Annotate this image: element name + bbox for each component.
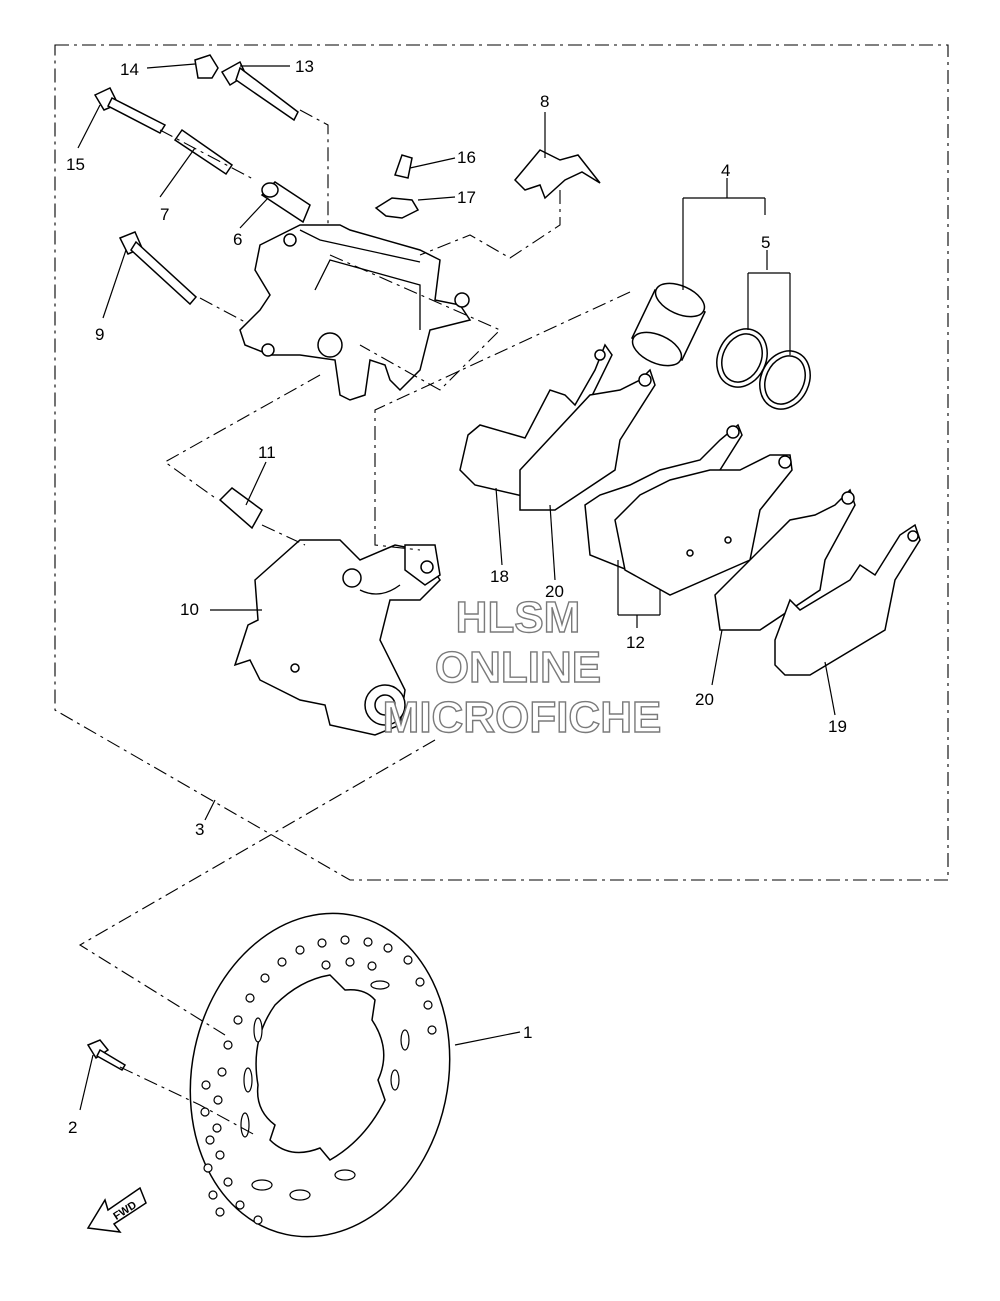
callout-13: 13 xyxy=(295,57,314,76)
leader-lines xyxy=(77,63,836,1111)
callout-labels: 1 2 3 4 5 6 7 8 9 10 11 12 13 14 15 16 1… xyxy=(66,57,847,1137)
callout-7: 7 xyxy=(160,205,169,224)
brake-disc xyxy=(189,912,451,1238)
callout-5: 5 xyxy=(761,233,770,252)
washer-17 xyxy=(374,197,420,219)
caliper-body xyxy=(239,224,472,401)
watermark-line-2: ONLINE xyxy=(435,643,601,692)
pin-bush-6 xyxy=(260,181,311,224)
callout-6: 6 xyxy=(233,230,242,249)
callout-17: 17 xyxy=(457,188,476,207)
forward-direction-arrow: FWD xyxy=(86,1186,147,1233)
callout-18: 18 xyxy=(490,567,509,586)
callout-19: 19 xyxy=(828,717,847,736)
caliper-piston xyxy=(630,282,707,367)
callout-2: 2 xyxy=(68,1118,77,1137)
callout-14: 14 xyxy=(120,60,139,79)
callout-8: 8 xyxy=(540,92,549,111)
callout-3: 3 xyxy=(195,820,204,839)
callout-1: 1 xyxy=(523,1023,532,1042)
callout-12: 12 xyxy=(626,633,645,652)
boot-11 xyxy=(218,487,263,530)
disc-slots xyxy=(240,980,410,1201)
brake-pad-shim-19 xyxy=(774,523,921,676)
watermark-line-3: MICROFICHE xyxy=(383,693,662,742)
bleed-screw xyxy=(220,60,299,122)
brake-pad-set-12 xyxy=(584,423,793,596)
piston-seals xyxy=(716,328,811,410)
callout-16: 16 xyxy=(457,148,476,167)
caliper-bracket xyxy=(233,539,441,736)
brake-pad-20-lower xyxy=(714,488,856,631)
callout-20-upper: 20 xyxy=(545,582,564,601)
callout-9: 9 xyxy=(95,325,104,344)
callout-10: 10 xyxy=(180,600,199,619)
watermark: HLSM ONLINE MICROFICHE xyxy=(382,592,662,742)
pad-support-spring xyxy=(513,149,601,200)
brake-pad-20-upper xyxy=(519,368,656,511)
caliper-bolt-15 xyxy=(93,87,167,134)
disc-bolt xyxy=(86,1039,127,1072)
union-bolt-16 xyxy=(394,154,413,179)
watermark-line-1: HLSM xyxy=(456,593,581,642)
disc-vent-holes xyxy=(200,935,437,1225)
bleed-screw-cap xyxy=(194,54,219,79)
callout-15: 15 xyxy=(66,155,85,174)
pad-pin-7 xyxy=(173,128,234,176)
callout-20-lower: 20 xyxy=(695,690,714,709)
callout-11: 11 xyxy=(258,443,276,462)
caliper-assembly-boundary xyxy=(54,44,949,881)
callout-4: 4 xyxy=(721,161,730,180)
alignment-lines xyxy=(78,109,631,1136)
caliper-bolt-9 xyxy=(118,231,198,306)
